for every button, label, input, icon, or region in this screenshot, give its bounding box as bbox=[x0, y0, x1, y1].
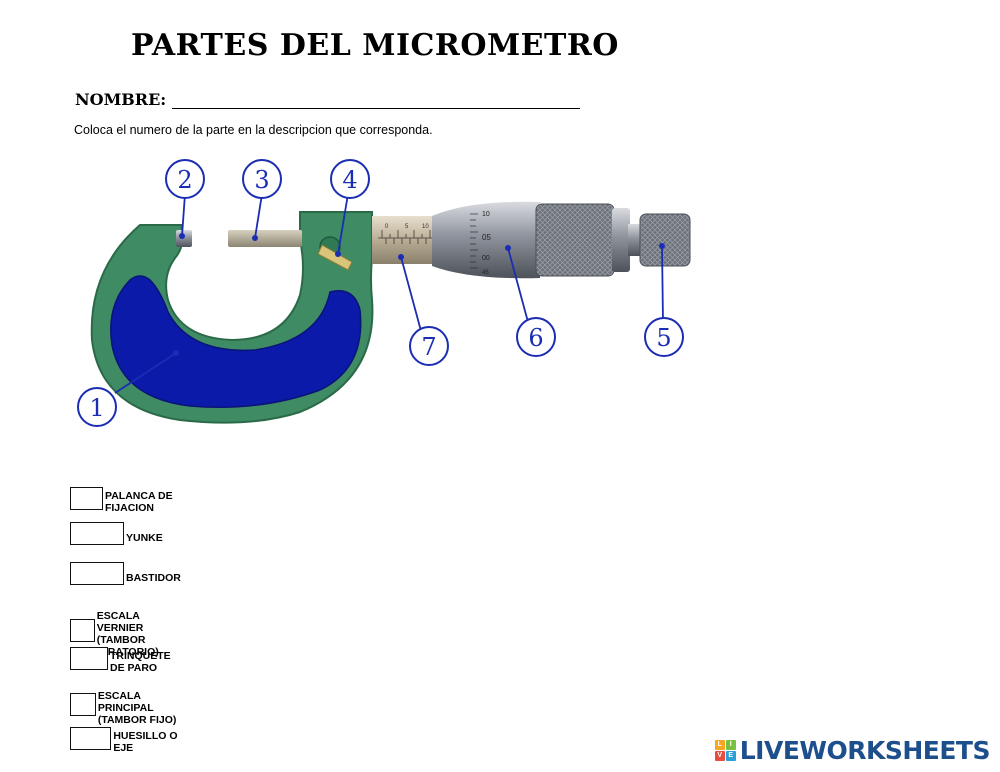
answer-row: YUNKE bbox=[70, 522, 163, 545]
spindle bbox=[228, 230, 302, 247]
sleeve bbox=[372, 216, 442, 264]
name-field[interactable] bbox=[172, 90, 581, 109]
answer-row: BASTIDOR bbox=[70, 562, 181, 585]
sleeve-mark-5: 5 bbox=[405, 224, 409, 230]
thimble-knurl bbox=[535, 203, 615, 277]
callout-6: 6 bbox=[528, 324, 543, 352]
answer-box-3[interactable] bbox=[70, 562, 124, 585]
answer-label: HUESILLO O EJE bbox=[113, 730, 178, 754]
answer-label: TRINQUETE DE PARO bbox=[110, 650, 171, 674]
answer-label: ESCALA VERNIER (TAMBOR GIRATORIO) bbox=[96, 610, 159, 658]
brand-text: LIVEWORKSHEETS bbox=[739, 736, 991, 765]
answer-label: ESCALA PRINCIPAL (TAMBOR FIJO) bbox=[97, 690, 177, 726]
answer-row: TRINQUETE DE PARO bbox=[70, 642, 187, 674]
answer-box-5[interactable] bbox=[70, 646, 109, 670]
callouts bbox=[77, 159, 684, 427]
answer-label: BASTIDOR bbox=[126, 571, 181, 584]
anvil bbox=[176, 230, 192, 247]
answer-row: HUESILLO O EJE bbox=[70, 722, 179, 754]
thimble-mark-45: 45 bbox=[482, 270, 489, 276]
answer-row: ESCALA VERNIER (TAMBOR GIRATORIO) bbox=[70, 602, 188, 658]
logo-letter: I bbox=[725, 740, 736, 750]
callout-7: 7 bbox=[421, 333, 436, 361]
micrometer-diagram: 0 5 10 10 05 00 45 bbox=[77, 159, 691, 427]
thimble-mark-00: 00 bbox=[482, 255, 490, 262]
answer-row: ESCALA PRINCIPAL (TAMBOR FIJO) bbox=[70, 682, 182, 726]
callout-3: 3 bbox=[254, 166, 269, 194]
sleeve-mark-10: 10 bbox=[422, 224, 429, 230]
thimble-mark-10: 10 bbox=[482, 211, 490, 218]
answer-label: PALANCA DE FIJACION bbox=[104, 490, 173, 514]
answer-box-4[interactable] bbox=[70, 618, 95, 642]
name-label: NOMBRE: bbox=[75, 90, 167, 109]
instruction-text: Coloca el numero de la parte en la descr… bbox=[74, 123, 433, 137]
callout-4: 4 bbox=[342, 166, 357, 194]
logo-letter: E bbox=[725, 751, 736, 761]
liveworksheets-logo-icon: L I V E bbox=[714, 740, 736, 761]
logo-letter: L bbox=[714, 740, 725, 750]
answer-box-6[interactable] bbox=[70, 692, 96, 716]
thimble-mark-05: 05 bbox=[482, 233, 491, 242]
logo-letter: V bbox=[714, 751, 725, 761]
callout-2: 2 bbox=[177, 166, 192, 194]
liveworksheets-brand[interactable]: L I V E LIVEWORKSHEETS bbox=[714, 736, 991, 765]
callout-5: 5 bbox=[656, 324, 671, 352]
lock-lever bbox=[317, 236, 353, 271]
frame-insert bbox=[110, 275, 362, 408]
answer-row: PALANCA DE FIJACION bbox=[70, 482, 176, 514]
answer-box-7[interactable] bbox=[70, 726, 112, 750]
sleeve-mark-0: 0 bbox=[385, 224, 389, 230]
ratchet bbox=[639, 213, 691, 267]
page-title: PARTES DEL MICROMETRO bbox=[131, 28, 619, 63]
callout-1: 1 bbox=[89, 394, 104, 422]
answer-box-2[interactable] bbox=[70, 522, 124, 545]
answer-label: YUNKE bbox=[126, 531, 163, 544]
name-row: NOMBRE: bbox=[75, 90, 581, 109]
answer-box-1[interactable] bbox=[70, 486, 103, 510]
thimble bbox=[432, 201, 540, 279]
